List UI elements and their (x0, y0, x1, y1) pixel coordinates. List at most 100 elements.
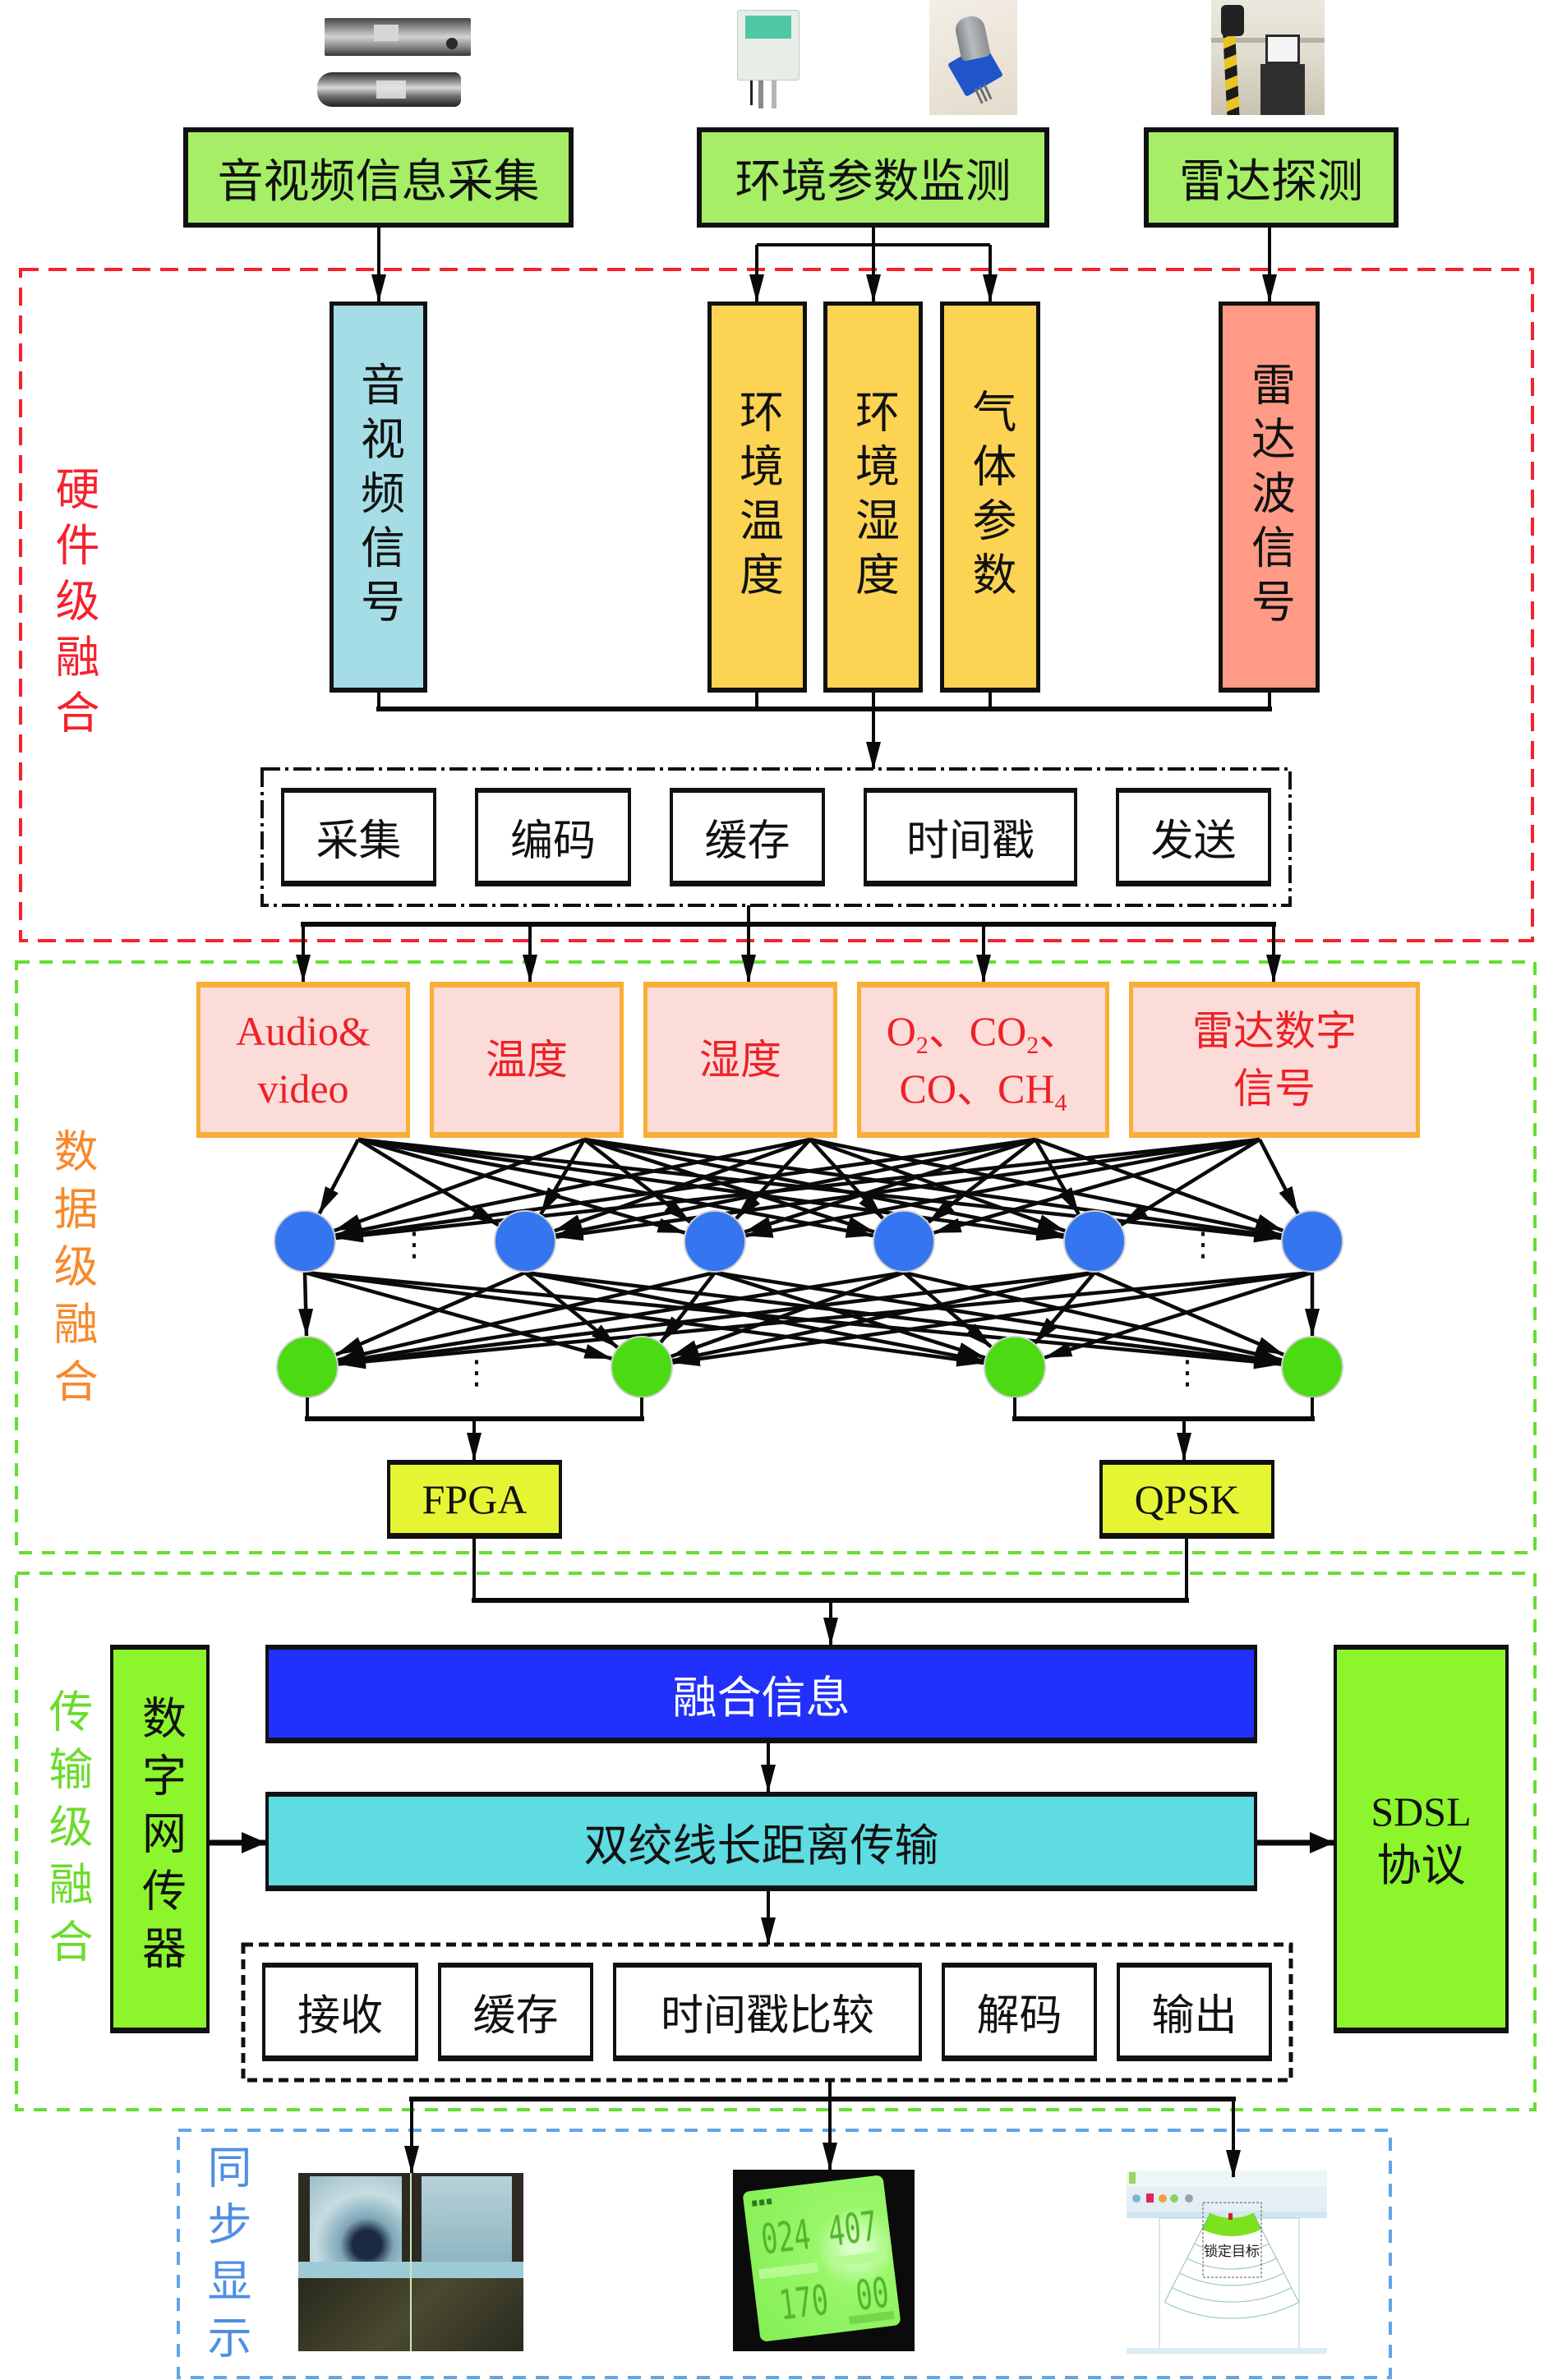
edge-hidden1-0-to-hidden2-0 (298, 1272, 314, 1337)
video-frame-divider (410, 2173, 412, 2351)
source-environment-monitoring: 环境参数监测 (697, 127, 1049, 228)
edge-input-4-to-hidden1-3 (933, 1137, 1260, 1235)
step-label: 编码 (509, 818, 596, 865)
rx-step-timestamp-compare: 时间戳比较 (613, 1963, 922, 2061)
sensor-cable (750, 81, 753, 105)
sensor-display (745, 16, 791, 39)
hidden-node-2 (1281, 1336, 1343, 1398)
signal-label: 环境温度 (732, 388, 782, 605)
edge-input-1-to-hidden1-2 (583, 1138, 692, 1224)
formula-subscript: 4 (1054, 1089, 1067, 1116)
edge-input-3-to-hidden1-4 (1034, 1138, 1081, 1216)
camera-lens-port (446, 38, 458, 49)
signal-label: 音视频信号 (353, 361, 403, 633)
rx-step-buffer: 缓存 (438, 1963, 593, 2061)
transmitter-label: 数字网传器 (135, 1695, 185, 1982)
step-label: 解码 (976, 1993, 1062, 2040)
environment-lcd-image: 024 407 170 00 (733, 2170, 915, 2351)
hw-step-encode: 编码 (475, 788, 631, 886)
edge-input-1-to-hidden1-0 (333, 1137, 585, 1233)
app-icon (1129, 2172, 1136, 2184)
edge-hidden1-1-to-hidden2-1 (523, 1271, 619, 1349)
edge-hidden1-0-to-hidden2-1 (304, 1270, 613, 1360)
network-edges (298, 1137, 1320, 1370)
fusion-info-block: 融合信息 (265, 1645, 1257, 1743)
edge-hidden1-3-to-hidden2-1 (670, 1270, 905, 1359)
video-frame-right-top (422, 2176, 512, 2262)
window-titlebar (1127, 2171, 1327, 2187)
digital-network-transmitter: 数字网传器 (110, 1645, 210, 2033)
edge-hidden1-4-to-hidden2-1 (671, 1270, 1095, 1363)
hidden-node-1 (494, 1210, 556, 1273)
input-label-line: CO、CH4 (900, 1060, 1067, 1117)
protocol-name: SDSL (1371, 1788, 1472, 1834)
hw-step-collect: 采集 (281, 788, 436, 886)
edge-input-3-to-hidden1-1 (555, 1137, 1036, 1237)
rx-step-decode: 解码 (942, 1963, 1097, 2061)
signal-label: 雷达波信号 (1244, 361, 1294, 633)
hidden-node-1 (274, 1210, 336, 1273)
module-label: FPGA (422, 1475, 528, 1522)
signal-label: 环境湿度 (848, 388, 898, 605)
input-label-line: O2、CO2、 (887, 1002, 1081, 1060)
hidden-node-2 (276, 1336, 339, 1398)
target-marker (1228, 2213, 1233, 2220)
level-label-hardware: 硬件级融合 (48, 466, 98, 745)
lcd-reading: 170 (776, 2276, 832, 2330)
edge-hidden1-5-to-hidden2-2 (1044, 1270, 1313, 1360)
edge-input-1-to-hidden1-3 (583, 1137, 875, 1234)
edge-hidden1-5-to-hidden2-0 (337, 1270, 1313, 1370)
edge-input-1-to-hidden1-4 (583, 1137, 1065, 1237)
source-radar-detection: 雷达探测 (1144, 127, 1399, 228)
source-label: 环境参数监测 (735, 156, 1012, 208)
edge-hidden1-0-to-hidden2-2 (304, 1270, 985, 1367)
protocol-suffix: 协议 (1376, 1841, 1466, 1890)
edge-input-1-to-hidden1-5 (583, 1137, 1283, 1241)
signal-audio-video: 音视频信号 (329, 302, 427, 693)
edge-input-3-to-hidden1-3 (927, 1138, 1037, 1224)
toolbar-icon (1170, 2194, 1178, 2203)
edge-input-4-to-hidden1-1 (555, 1137, 1260, 1241)
edge-hidden1-4-to-hidden2-3 (1094, 1270, 1285, 1356)
step-label: 缓存 (704, 818, 790, 865)
step-label: 接收 (297, 1993, 383, 2040)
input-label-line: 湿度 (699, 1037, 781, 1083)
module-label: QPSK (1134, 1475, 1240, 1522)
edge-hidden1-4-to-hidden2-0 (337, 1270, 1095, 1368)
fusion-info-label: 融合信息 (672, 1673, 850, 1723)
edge-input-4-to-hidden1-5 (1258, 1138, 1300, 1215)
lcd-reading: 00 (853, 2268, 892, 2321)
level-label-data: 数据级融合 (47, 1128, 96, 1416)
target-lock-caption: 锁定目标 (1204, 2244, 1260, 2260)
dual-video-frames-image (298, 2173, 523, 2351)
edge-hidden1-4-to-hidden2-2 (1033, 1271, 1096, 1345)
hidden-layer-2: ⋮ ⋮ (276, 1336, 1343, 1398)
edge-input-0-to-hidden1-2 (357, 1137, 686, 1235)
edge-input-2-to-hidden1-0 (334, 1137, 811, 1237)
toolbar-icon (1146, 2194, 1154, 2203)
signal-gas-parameters: 气体参数 (940, 302, 1040, 693)
data-input-radar-digital: 雷达数字 信号 (1129, 982, 1420, 1138)
toolbar-icon (1132, 2194, 1141, 2203)
toolbar-icon (1159, 2194, 1167, 2203)
source-label: 雷达探测 (1179, 156, 1363, 208)
edge-hidden1-2-to-hidden2-1 (659, 1271, 717, 1344)
ribbon-tab-strip (1127, 2212, 1327, 2218)
signal-environment-temperature: 环境温度 (707, 302, 807, 693)
edge-input-2-to-hidden1-1 (553, 1137, 811, 1233)
twisted-pair-transmission-block: 双绞线长距离传输 (265, 1792, 1257, 1891)
radar-antenna-head (1221, 5, 1244, 36)
edge-input-1-to-hidden1-1 (539, 1138, 586, 1216)
edge-hidden1-3-to-hidden2-3 (903, 1270, 1283, 1362)
camera-label-plate (374, 25, 399, 41)
laptop-base (1260, 64, 1305, 115)
step-label: 时间戳比较 (660, 1993, 874, 2040)
cylinder-label (376, 81, 406, 99)
formula-part: 、CO (928, 1008, 1027, 1054)
edge-input-2-to-hidden1-2 (735, 1138, 812, 1220)
edge-hidden1-2-to-hidden2-0 (337, 1270, 716, 1362)
edge-hidden1-2-to-hidden2-3 (714, 1270, 1283, 1365)
ellipsis-layer-1: ⋮ (398, 1226, 431, 1264)
video-frame-left-top (310, 2176, 402, 2262)
toolbar-icon (1185, 2194, 1193, 2203)
